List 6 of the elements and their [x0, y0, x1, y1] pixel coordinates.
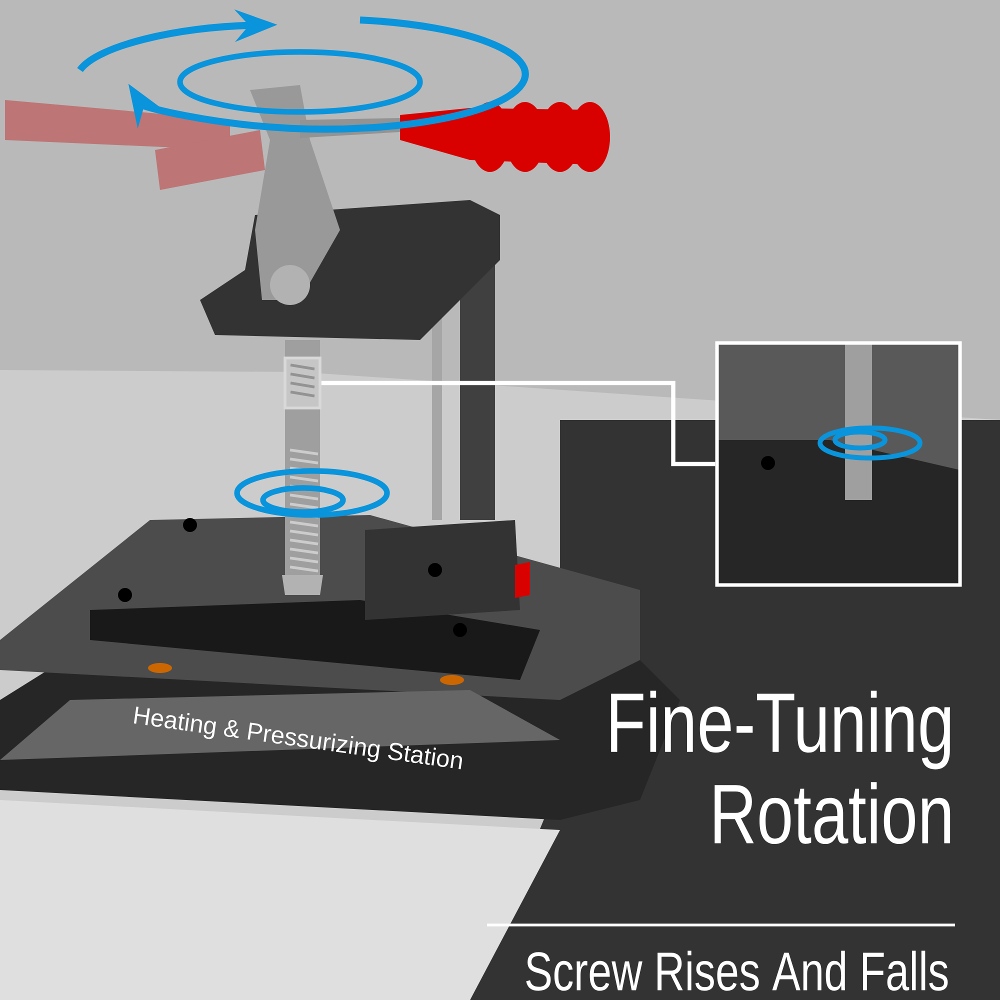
subheading: Screw Rises And Falls [526, 950, 948, 991]
printed-label: Heating & Pressurizing Station [134, 706, 462, 770]
screw-rod [284, 356, 322, 410]
inset-picture [715, 341, 962, 587]
heading: Fine-Tuning Rotation [611, 690, 950, 844]
leader-line [321, 380, 716, 466]
